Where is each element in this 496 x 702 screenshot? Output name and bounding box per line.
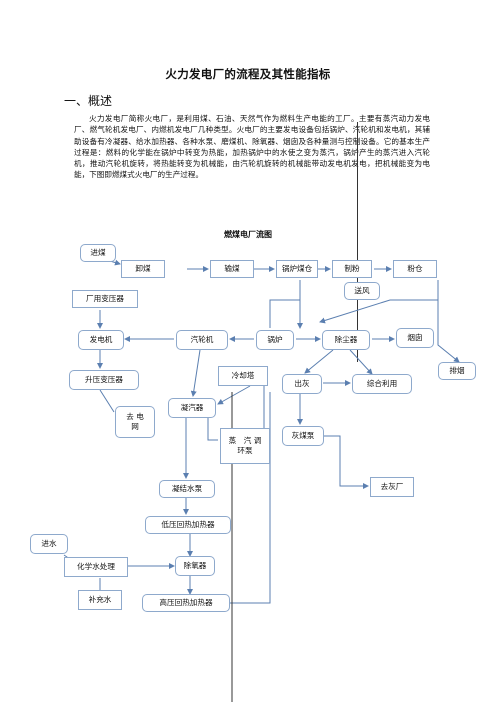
node-condenser: 凝汽器 — [168, 398, 216, 418]
node-station-transformer: 厂用变压器 — [72, 290, 138, 308]
overview-paragraph: 火力发电厂简称火电厂，是利用煤、石油、天然气作为燃料生产电能的工厂。主要有蒸汽动… — [74, 114, 430, 180]
node-water-in: 进水 — [30, 534, 68, 554]
node-coal-in: 进煤 — [80, 244, 116, 262]
node-to-ash-yard: 去灰厂 — [370, 477, 414, 497]
node-powder-bin: 粉仓 — [393, 260, 437, 278]
flowchart-title: 燃煤电厂流图 — [224, 229, 272, 239]
section-heading: 一、概述 — [64, 94, 113, 108]
node-chemical-water-treatment: 化学水处理 — [64, 557, 128, 577]
node-steam-circulation-pump: 蒸 汽 调环泵 — [220, 428, 270, 464]
node-hp-heater: 高压回热加热器 — [142, 594, 230, 612]
node-ash-pump: 灰煤泵 — [282, 426, 324, 446]
node-turbine: 汽轮机 — [176, 330, 228, 350]
margin-line — [357, 122, 358, 362]
node-comprehensive-use: 综合利用 — [352, 374, 412, 394]
document-title: 火力发电厂的流程及其性能指标 — [165, 67, 331, 81]
node-condensate-pump: 凝结水泵 — [159, 480, 215, 498]
node-pulverizing: 制粉 — [332, 260, 372, 278]
node-exhaust-smoke: 排烟 — [438, 362, 476, 380]
node-chimney: 烟囱 — [396, 328, 434, 348]
node-generator: 发电机 — [78, 330, 124, 350]
node-deaerator: 除氧器 — [175, 556, 215, 576]
node-boiler: 锅炉 — [256, 330, 294, 350]
node-makeup-water: 补充水 — [78, 590, 122, 610]
node-dust-collector: 除尘器 — [322, 330, 370, 350]
node-boiler-bunker: 锅炉煤仓 — [276, 260, 318, 278]
node-convey-coal: 输煤 — [210, 260, 254, 278]
node-to-grid: 去 电 网 — [115, 406, 155, 438]
node-unload-coal: 卸煤 — [121, 260, 165, 278]
node-cooling-tower: 冷却塔 — [218, 366, 268, 386]
node-lp-heater: 低压回热加热器 — [145, 516, 231, 534]
node-ash-discharge: 出灰 — [282, 374, 322, 394]
node-air-supply: 送风 — [344, 282, 380, 300]
node-step-up-transformer: 升压变压器 — [69, 370, 139, 390]
